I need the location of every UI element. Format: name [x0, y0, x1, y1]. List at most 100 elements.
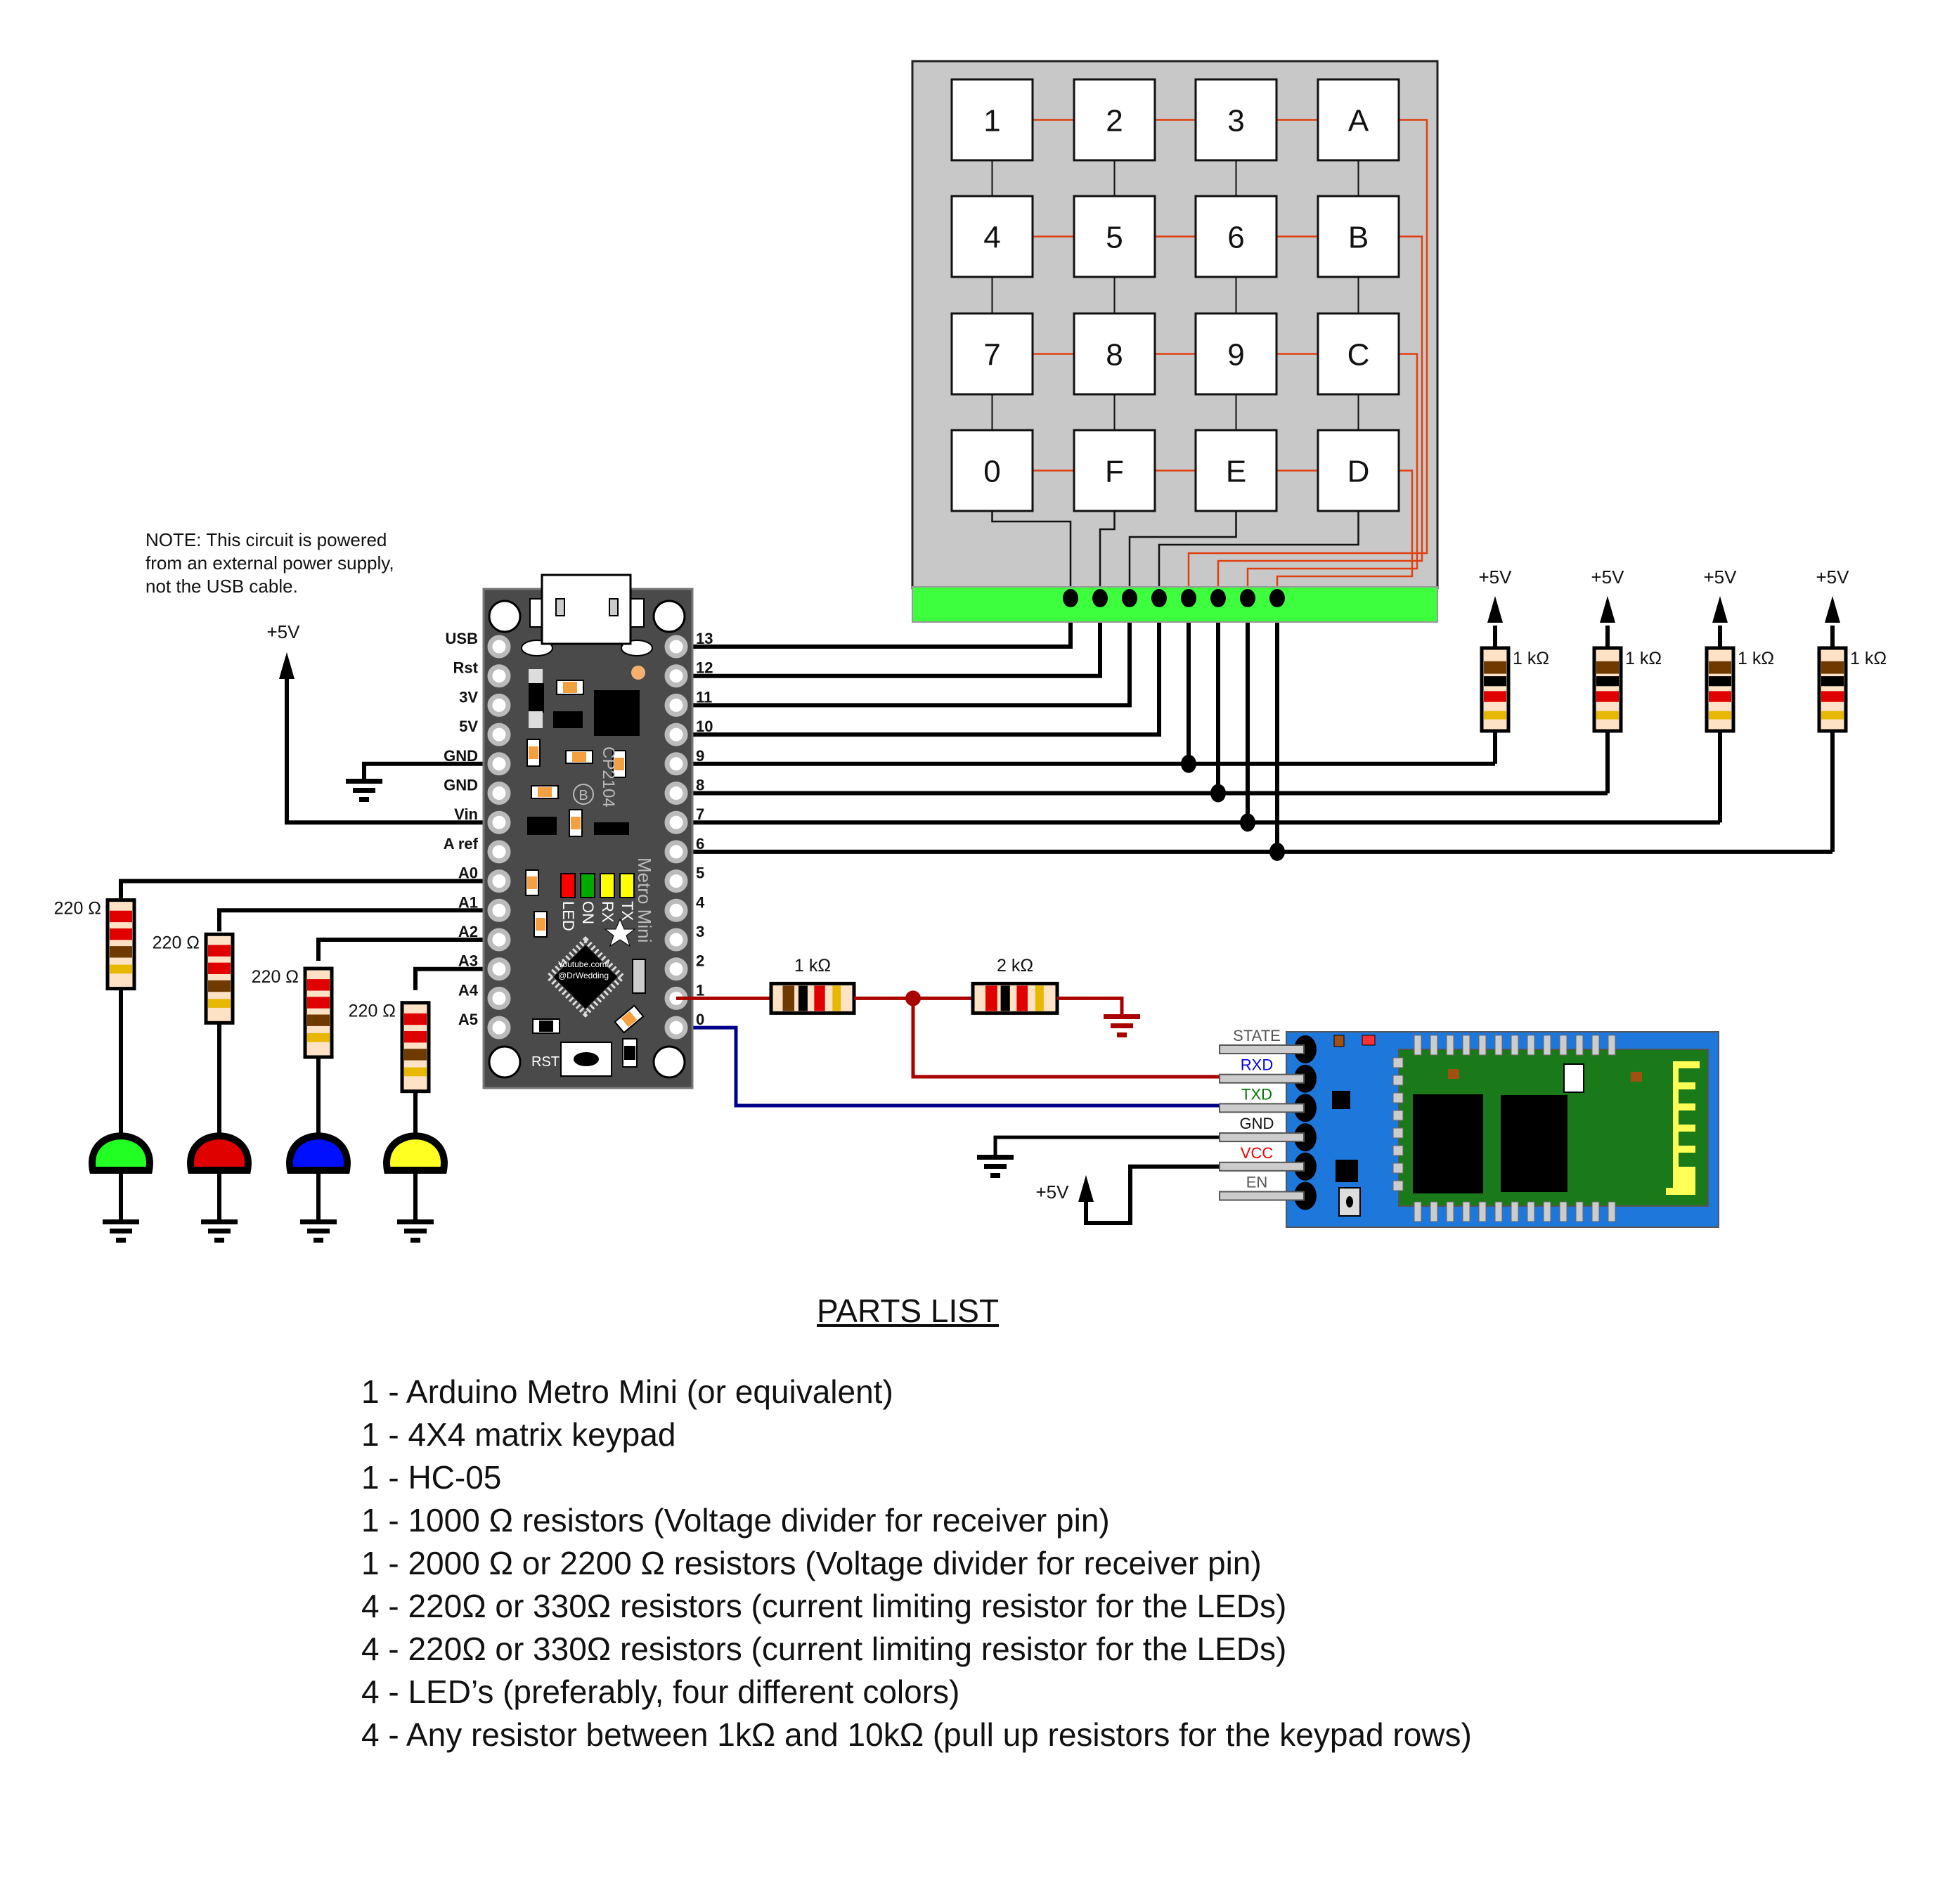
hc05-pin-label: TXD: [1241, 1085, 1272, 1103]
supply-arrow-icon: +5V: [1704, 566, 1738, 623]
pin-label-right: 10: [696, 718, 713, 735]
supply-label: +5V: [1816, 566, 1850, 588]
antenna-icon: [1666, 1061, 1700, 1195]
pin-label-left: A0: [458, 864, 478, 882]
hc05-castellation: [1392, 1180, 1404, 1191]
resistor-band: [208, 999, 231, 1008]
pullup-resistor: [1817, 646, 1848, 733]
header-pin-left: [487, 635, 511, 659]
keypad-key-label: 4: [983, 221, 1000, 255]
keypad-key: [1194, 78, 1278, 162]
hc05-castellation: [1575, 1201, 1584, 1222]
hc05-castellation: [1527, 1201, 1535, 1222]
resistor-band: [1709, 691, 1731, 702]
parts-list-item: 1 - Arduino Metro Mini (or equivalent): [361, 1373, 893, 1410]
ground-bar: [201, 1219, 238, 1224]
ground-bar: [313, 1238, 323, 1243]
led-icon: [383, 1132, 448, 1174]
hc05-castellation: [1462, 1201, 1470, 1222]
reset-button-cap[interactable]: [574, 1052, 599, 1066]
hc05-castellation: [1543, 1201, 1551, 1222]
resistor-band: [110, 910, 132, 923]
led-resistor-value: 220 Ω: [54, 899, 101, 919]
pin-label-right: 3: [696, 923, 704, 940]
header-pin-right: [664, 782, 688, 805]
pin-label-right: 0: [696, 1011, 704, 1028]
hc05-castellation: [1511, 1035, 1519, 1056]
divider-r1-label: 1 kΩ: [794, 956, 831, 976]
arrow-head: [1712, 596, 1728, 623]
parts-list-item: 1 - HC-05: [361, 1459, 502, 1496]
resistor-band: [208, 962, 231, 974]
ground-icon: [103, 1219, 139, 1243]
hc05-castellation: [1392, 1057, 1404, 1068]
hc05-castellation: [1559, 1201, 1567, 1222]
ground-icon: [977, 1155, 1014, 1178]
resistor-band: [1596, 691, 1619, 702]
hc05-smd: [1332, 1091, 1350, 1109]
junction-dot: [1181, 754, 1196, 773]
keypad-pin: [1122, 589, 1137, 607]
pin-label-right: 11: [696, 688, 712, 706]
keypad-key-label: 0: [983, 455, 1000, 489]
header-pin-right: [664, 840, 688, 864]
pin-label-right: 13: [696, 630, 713, 647]
pullup-value: 1 kΩ: [1850, 649, 1887, 668]
ground-bar: [977, 1155, 1014, 1160]
hc05-button: [1338, 1187, 1361, 1217]
pin-label-left: A1: [458, 893, 478, 911]
status-led: [560, 873, 576, 898]
pin-label-left: USB: [446, 630, 478, 647]
arrow-head: [1487, 596, 1503, 623]
header-pin-left: [487, 723, 511, 746]
board-name: Metro Mini: [634, 857, 655, 943]
resistor-band: [307, 1014, 330, 1026]
led-resistor: [400, 1001, 431, 1094]
keypad-key: [950, 78, 1034, 162]
mount-hole: [652, 600, 686, 633]
status-led-label: ON: [579, 901, 597, 924]
header-pin-right: [664, 1016, 688, 1040]
ground-bar: [110, 1229, 132, 1233]
hc05-castellation: [1511, 1201, 1519, 1222]
resistor-band: [1596, 676, 1619, 687]
mount-hole: [488, 1045, 522, 1079]
header-pin-left: [487, 810, 511, 834]
pin-label-left: A2: [458, 923, 478, 940]
keypad-key-label: D: [1347, 455, 1370, 489]
header-pin-left: [487, 869, 511, 893]
header-pin-left: [487, 782, 511, 805]
ground-bar: [359, 797, 369, 802]
wire-hc05-vcc: [1084, 1164, 1237, 1225]
pin-label-left: GND: [444, 777, 478, 794]
resistor-band: [1709, 711, 1731, 720]
ground-bar: [1117, 1032, 1127, 1037]
hc05-castellation: [1591, 1201, 1600, 1222]
hc05-pin-hole: [1294, 1035, 1317, 1063]
keypad-key-label: E: [1226, 455, 1246, 489]
resistor-band: [1821, 711, 1844, 720]
pin-label-left: A5: [458, 1011, 478, 1028]
header-pin-right: [664, 635, 688, 659]
parts-list-item: 4 - Any resistor between 1kΩ and 10kΩ (p…: [361, 1716, 1472, 1753]
header-pin-right: [664, 898, 688, 922]
arrow-head: [279, 652, 295, 679]
led-icon: [187, 1132, 252, 1174]
parts-list-item: 1 - 1000 Ω resistors (Voltage divider fo…: [361, 1502, 1110, 1539]
divider-r2-label: 2 kΩ: [997, 956, 1033, 976]
hc05-castellation: [1478, 1035, 1487, 1056]
hc05-smd: [1333, 1035, 1345, 1047]
keypad-key: [950, 429, 1034, 512]
hc05-castellation: [1608, 1201, 1616, 1222]
hc05-chip: [1501, 1095, 1567, 1192]
ground-bar: [103, 1219, 139, 1224]
keypad-pin: [1181, 589, 1196, 607]
voltage-divider: 1 kΩ 2 kΩ: [676, 956, 1140, 1037]
supply-label: +5V: [1704, 566, 1738, 588]
ground-bar: [208, 1229, 231, 1233]
keypad-pin: [1063, 589, 1078, 607]
